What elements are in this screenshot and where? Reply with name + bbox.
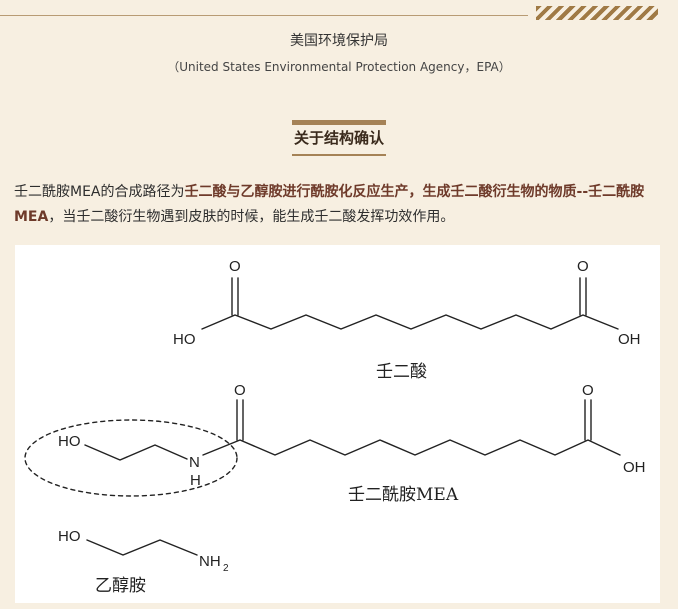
org-subtitle: （United States Environmental Protection … (167, 60, 511, 74)
org-name: 美国环境保护局 (290, 33, 388, 49)
atom-nh: NH (199, 553, 221, 570)
atom-h: H (190, 472, 201, 489)
structure-figure: O O HO OH 壬二酸 HO N H O O OH 壬二酰胺MEA HO N… (15, 245, 660, 603)
atom-n: N (189, 454, 200, 471)
chemical-structures-svg: O O HO OH 壬二酸 HO N H O O OH 壬二酰胺MEA HO N… (24, 258, 646, 596)
paragraph-highlight: 壬二酸与乙醇胺进行酰胺化反应生产，生成壬二酸衍生物的物质--壬二酰胺MEA (14, 184, 645, 225)
ethanolamine-chain (86, 539, 198, 556)
atom-nh-subscript: 2 (223, 563, 229, 574)
paragraph-text-2: ，当壬二酸衍生物遇到皮肤的时候，能生成壬二酸发挥功效作用。 (48, 209, 455, 225)
atom-o-amide: O (234, 382, 246, 399)
paragraph-text-1: 壬二酰胺MEA的合成路径为 (14, 184, 185, 200)
label-azelaic-acid: 壬二酸 (376, 362, 427, 382)
atom-ho-ethanolamine: HO (58, 528, 81, 545)
atom-o-left: O (229, 258, 241, 275)
atom-ho-mea: HO (58, 433, 81, 450)
decorative-stripes (536, 6, 658, 20)
highlight-ellipse (24, 419, 238, 497)
description-paragraph: 壬二酰胺MEA的合成路径为壬二酸与乙醇胺进行酰胺化反应生产，生成壬二酸衍生物的物… (14, 180, 664, 230)
section-title: 关于结构确认 (291, 120, 387, 156)
atom-o-right: O (577, 258, 589, 275)
atom-oh-right: OH (618, 331, 641, 348)
hydroxyethyl-chain (84, 444, 188, 461)
atom-ho-left: HO (173, 331, 196, 348)
atom-o-acid: O (582, 382, 594, 399)
azelaic-acid-chain (201, 314, 619, 330)
section-header: 关于结构确认 (0, 120, 678, 156)
label-ethanolamine: 乙醇胺 (95, 576, 146, 596)
label-azelaic-mea: 壬二酰胺MEA (348, 485, 459, 505)
atom-oh-mea: OH (623, 459, 646, 476)
azelaamide-chain (202, 439, 621, 456)
top-divider-line (0, 15, 528, 16)
